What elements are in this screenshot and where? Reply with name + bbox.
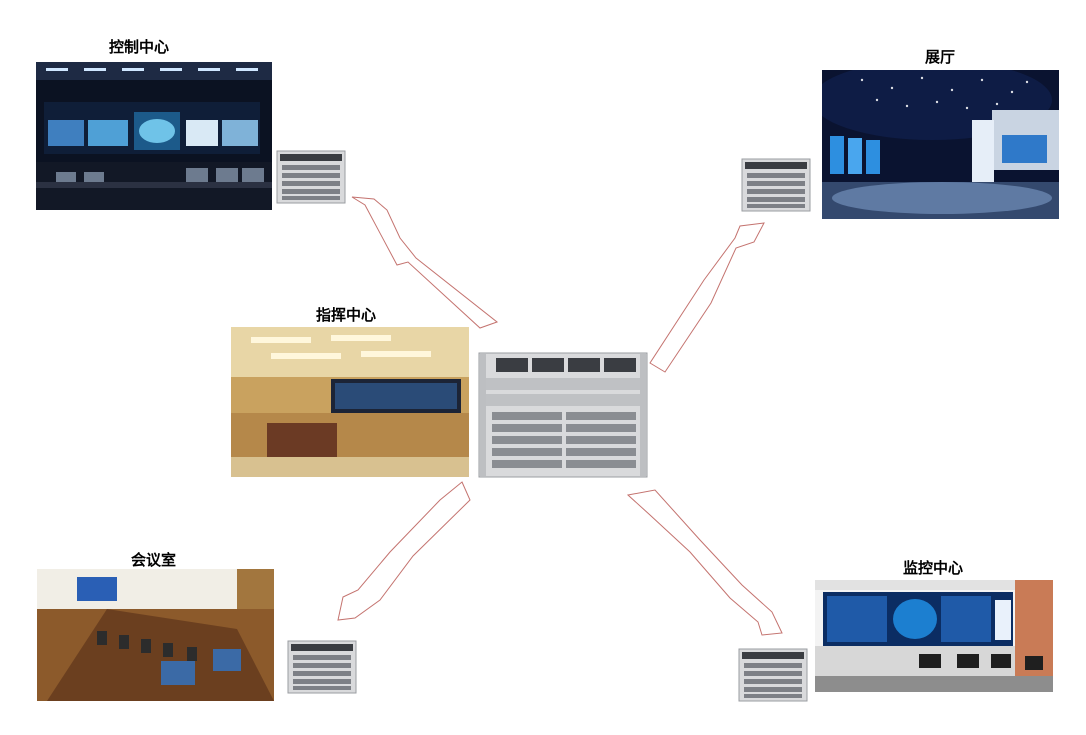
arrow-to-control-center: [351, 196, 499, 329]
command-center-label: 指挥中心: [316, 306, 377, 324]
network-switch-icon: [741, 158, 811, 212]
core-chassis-switch-icon: [478, 352, 648, 478]
control-center-label: 控制中心: [109, 38, 170, 56]
network-switch-icon: [287, 640, 357, 694]
arrow-to-monitoring-center: [626, 489, 783, 636]
exhibition-hall-photo: [822, 70, 1059, 219]
command-center-photo: [231, 327, 469, 477]
monitoring-center-label: 监控中心: [903, 559, 964, 577]
meeting-room-photo: [37, 569, 274, 701]
meeting-room-label: 会议室: [131, 551, 177, 569]
control-center-photo: [36, 62, 272, 210]
monitoring-center-photo: [815, 580, 1053, 692]
arrow-to-exhibition-hall: [649, 222, 765, 373]
exhibition-hall-label: 展厅: [925, 48, 956, 66]
network-switch-icon: [738, 648, 808, 702]
network-switch-icon: [276, 150, 346, 204]
arrow-to-meeting-room: [337, 481, 471, 621]
